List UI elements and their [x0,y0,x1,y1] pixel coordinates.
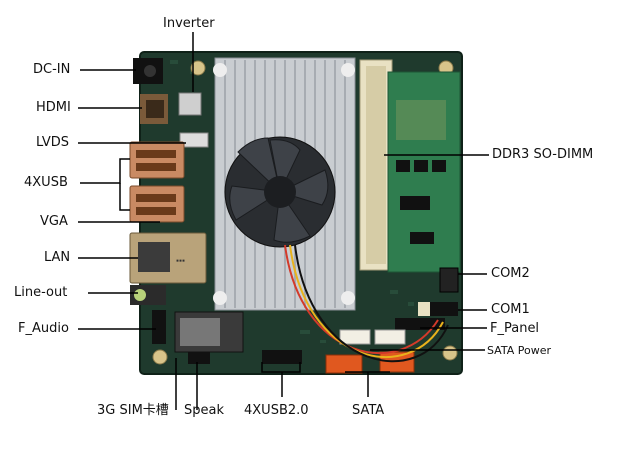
label-lan: LAN [44,250,71,265]
label-com2: COM2 [491,266,530,281]
com2-header [439,267,459,293]
usb-port-upper [129,141,185,179]
label-speak: Speak [184,403,224,418]
sata-power-connectors [339,329,406,345]
usb-port-lower [129,185,185,223]
sim-slot [174,311,244,353]
usb20-header [262,350,302,364]
label-vga: VGA [40,214,68,229]
label-dc-in: DC-IN [33,62,71,77]
label-sata: SATA [352,403,385,418]
speaker-header [188,352,210,364]
dc-in-jack [133,58,163,84]
inverter-connector [178,92,202,116]
com1-header [418,302,458,316]
label-sata-power: SATA Power [487,344,552,357]
svg-text:▪▪▪: ▪▪▪ [176,258,185,264]
label-f-panel: F_Panel [490,321,540,336]
label-inverter: Inverter [163,16,215,31]
ram-module [387,71,461,273]
label-4xusb2: 4XUSB2.0 [244,403,309,418]
label-4xusb: 4XUSB [24,175,68,190]
label-f-audio: F_Audio [18,321,69,336]
mount-hole-tl [190,60,206,76]
mount-hole-bl [152,349,168,365]
label-com1: COM1 [491,302,530,317]
lvds-connector [179,132,209,148]
line-out-jack [130,285,166,305]
leader-lines [78,32,489,410]
mount-hole-br [442,345,458,361]
label-3g-sim: 3G SIM卡槽 [97,403,169,418]
sodimm-slot [359,59,393,271]
label-lvds: LVDS [36,135,69,150]
lan-port: ▪▪▪ [129,232,207,284]
label-hdmi: HDMI [36,100,71,115]
f-audio-header [152,310,166,344]
cpu-fan [224,136,336,248]
hdmi-port [140,94,168,124]
label-ddr3-sodimm: DDR3 SO-DIMM [492,147,594,162]
cable-bundle [284,244,449,363]
label-line-out: Line-out [14,285,68,300]
